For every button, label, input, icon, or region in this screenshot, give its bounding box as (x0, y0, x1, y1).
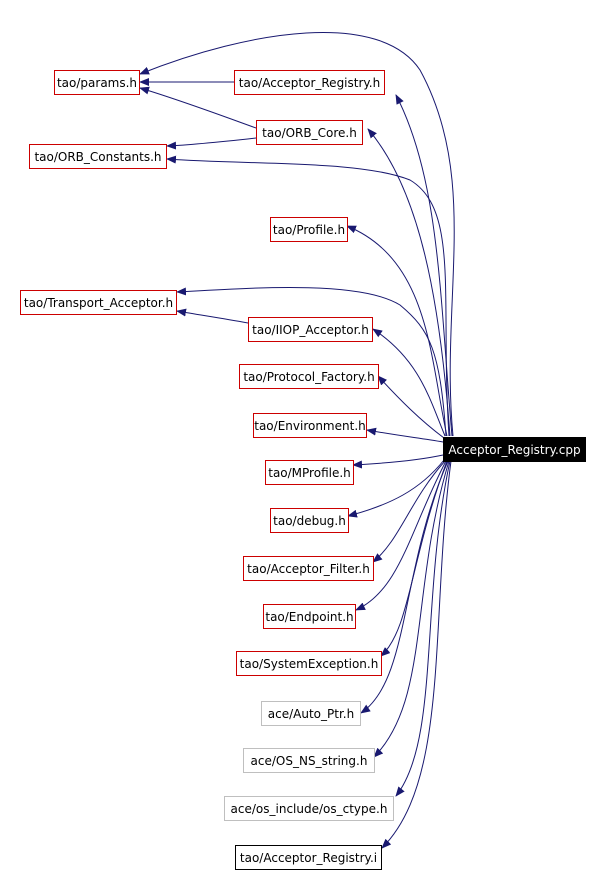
edge-root-to-acceptor-registry-i (381, 460, 452, 849)
edge-root-to-os-ns-string (373, 460, 450, 758)
edge-root-to-endpoint (355, 460, 447, 611)
node-tao-params-h[interactable]: tao/params.h (54, 70, 140, 95)
edge-root-to-orb-core (367, 128, 451, 437)
node-tao-acceptor-filter-h[interactable]: tao/Acceptor_Filter.h (243, 556, 374, 581)
edge-root-to-environment (366, 427, 444, 443)
node-tao-orb-constants-h[interactable]: tao/ORB_Constants.h (29, 144, 167, 169)
edge-orb-core-to-params (139, 86, 257, 129)
node-root-acceptor-registry-cpp: Acceptor_Registry.cpp (443, 437, 586, 462)
edge-root-to-transport-acceptor (176, 287, 447, 437)
edge-root-to-system-exception (380, 460, 448, 657)
node-tao-protocol-factory-h[interactable]: tao/Protocol_Factory.h (239, 364, 379, 389)
edge-root-to-debug (347, 459, 445, 518)
edge-orb-core-to-orb-constants (166, 137, 257, 150)
edge-root-to-protocol-factory (377, 375, 445, 439)
node-ace-os-include-os-ctype-h[interactable]: ace/os_include/os_ctype.h (224, 796, 394, 821)
edge-root-to-acceptor-registry-h (395, 94, 453, 437)
node-ace-os-ns-string-h[interactable]: ace/OS_NS_string.h (243, 748, 375, 773)
edge-root-to-iiop-acceptor (372, 328, 446, 437)
node-tao-debug-h[interactable]: tao/debug.h (270, 508, 349, 533)
edge-root-to-os-ctype (395, 460, 451, 797)
edge-root-to-params (139, 31, 455, 437)
node-tao-acceptor-registry-i[interactable]: tao/Acceptor_Registry.i (235, 845, 382, 870)
node-tao-iiop-acceptor-h[interactable]: tao/IIOP_Acceptor.h (248, 317, 373, 342)
node-tao-acceptor-registry-h[interactable]: tao/Acceptor_Registry.h (234, 70, 385, 95)
edge-root-to-orb-constants (166, 155, 450, 437)
node-tao-environment-h[interactable]: tao/Environment.h (253, 413, 367, 438)
edge-root-to-mprofile (352, 454, 444, 469)
node-tao-orb-core-h[interactable]: tao/ORB_Core.h (256, 120, 363, 145)
node-tao-endpoint-h[interactable]: tao/Endpoint.h (263, 604, 356, 629)
node-tao-mprofile-h[interactable]: tao/MProfile.h (265, 460, 354, 485)
edge-root-to-profile (346, 225, 448, 437)
node-tao-transport-acceptor-h[interactable]: tao/Transport_Acceptor.h (20, 290, 177, 315)
edge-iiop-acceptor-to-transport-acceptor (176, 308, 249, 324)
node-tao-profile-h[interactable]: tao/Profile.h (270, 217, 348, 242)
node-tao-system-exception-h[interactable]: tao/SystemException.h (236, 651, 382, 676)
edge-root-to-auto-ptr (360, 460, 449, 714)
node-ace-auto-ptr-h[interactable]: ace/Auto_Ptr.h (261, 701, 361, 726)
edge-root-to-acceptor-filter (372, 460, 446, 563)
